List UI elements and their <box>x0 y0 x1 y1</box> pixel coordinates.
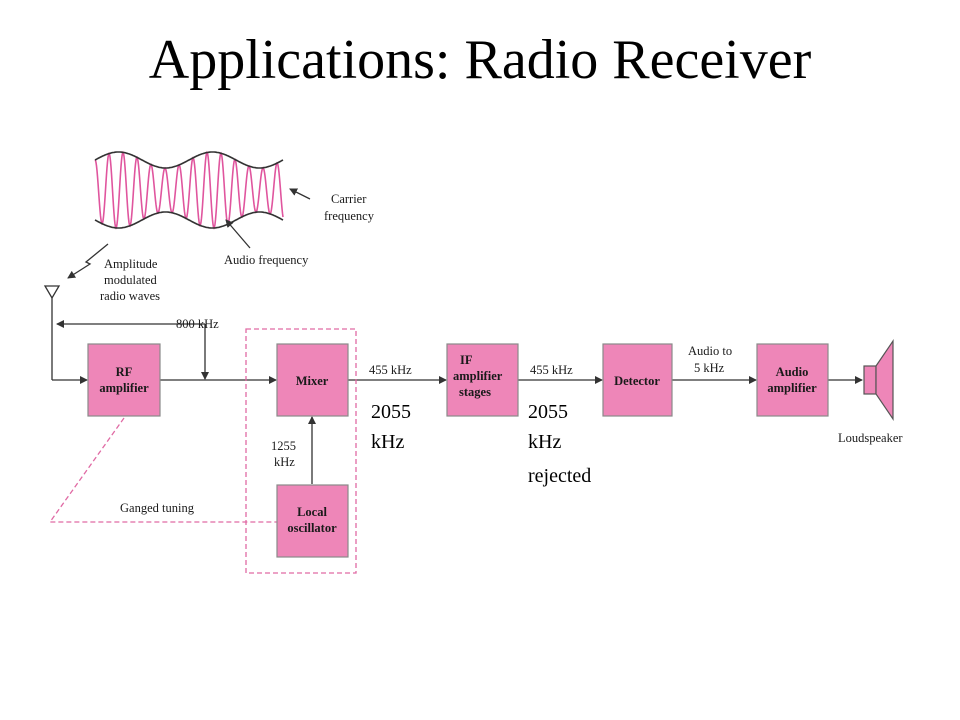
detector-block: Detector <box>602 343 673 417</box>
ganged-tuning-link <box>48 417 278 523</box>
envelope-top <box>94 151 284 169</box>
am-waveform <box>94 150 284 230</box>
if-amplifier-label-3: stages <box>459 385 491 399</box>
audio-band-label-2: 5 kHz <box>694 361 725 375</box>
carrier-pointer <box>289 188 311 200</box>
local-oscillator-label-1: Local <box>297 505 327 519</box>
radio-wave-arrow <box>67 243 109 279</box>
slide-title: Applications: Radio Receiver <box>148 29 812 91</box>
antenna-label-2: modulated <box>104 273 158 287</box>
mixer-block: Mixer <box>276 343 349 417</box>
if-frequency-label-2: 455 kHz <box>530 363 573 377</box>
audio-amplifier-label-1: Audio <box>776 365 809 379</box>
loudspeaker-label: Loudspeaker <box>838 431 903 445</box>
image-frequency-value: 2055 <box>371 401 411 423</box>
image-rejected-unit: kHz <box>528 431 561 453</box>
carrier-wave <box>94 150 284 230</box>
if-frequency-label-1: 455 kHz <box>369 363 412 377</box>
detector-label: Detector <box>614 374 660 388</box>
local-oscillator-block: Local oscillator <box>276 484 349 558</box>
ganged-tuning-label: Ganged tuning <box>120 501 195 515</box>
if-amplifier-label-1: IF <box>460 353 473 367</box>
audio-pointer <box>225 219 251 249</box>
if-amplifier-block: IF amplifier stages <box>446 343 519 417</box>
image-rejected-value: 2055 <box>528 401 568 423</box>
audio-amplifier-block: Audio amplifier <box>756 343 829 417</box>
rf-amplifier-label-2: amplifier <box>99 381 149 395</box>
audio-amplifier-label-2: amplifier <box>767 381 817 395</box>
envelope-bottom <box>94 211 284 229</box>
rf-amplifier-block: RF amplifier <box>87 343 161 417</box>
antenna-label-1: Amplitude <box>104 257 158 271</box>
ganged-tuning-box <box>245 328 357 574</box>
if-amplifier-label-2: amplifier <box>453 369 503 383</box>
lo-frequency-label-2: kHz <box>274 455 295 469</box>
carrier-label-1: Carrier <box>331 192 367 206</box>
image-frequency-unit: kHz <box>371 431 404 453</box>
audio-frequency-label: Audio frequency <box>224 253 309 267</box>
audio-band-label-1: Audio to <box>688 344 732 358</box>
lo-frequency-label-1: 1255 <box>271 439 296 453</box>
antenna-icon <box>43 285 61 380</box>
image-rejected-note: rejected <box>528 465 591 487</box>
antenna-label-3: radio waves <box>100 289 160 303</box>
loudspeaker-icon <box>863 339 894 421</box>
local-oscillator-label-2: oscillator <box>287 521 337 535</box>
mixer-label: Mixer <box>296 374 329 388</box>
carrier-label-2: frequency <box>324 209 375 223</box>
rf-frequency-label: 800 kHz <box>176 317 219 331</box>
rf-amplifier-label-1: RF <box>116 365 133 379</box>
